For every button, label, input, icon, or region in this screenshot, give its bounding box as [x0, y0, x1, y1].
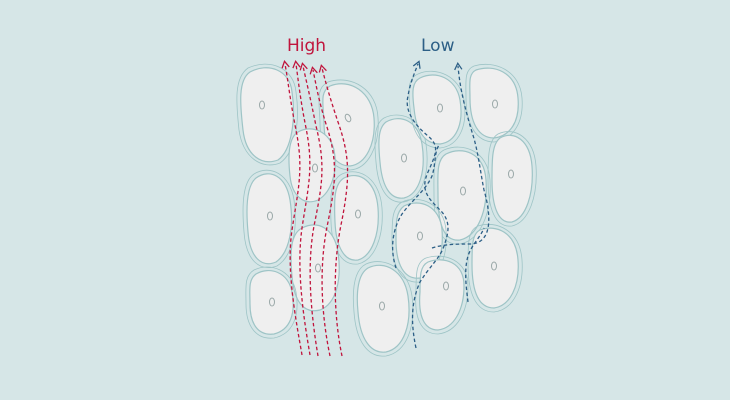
- low-flow-paths: [391, 60, 490, 349]
- nucleus: [460, 186, 466, 196]
- cell: [288, 128, 336, 203]
- cell: [318, 79, 379, 171]
- nucleus: [267, 211, 273, 221]
- high-flow-path: [292, 60, 311, 356]
- nucleus: [508, 169, 514, 179]
- cell: [242, 169, 296, 268]
- nucleus: [492, 99, 498, 109]
- cell: [487, 131, 537, 227]
- low-flow-path: [431, 62, 490, 249]
- nucleus: [437, 103, 443, 113]
- nucleus: [401, 153, 407, 163]
- high-flow-paths: [281, 60, 349, 357]
- cell: [236, 63, 298, 166]
- high-flow-path: [299, 62, 323, 357]
- low-label: Low: [421, 36, 455, 56]
- nucleus: [443, 281, 449, 291]
- nucleus: [344, 113, 352, 123]
- nucleus: [269, 297, 275, 307]
- cell: [467, 224, 523, 313]
- low-flow-path: [406, 60, 449, 349]
- right-cell-cluster: [352, 63, 537, 357]
- nucleus: [315, 263, 321, 273]
- cell: [290, 224, 340, 312]
- nucleus: [259, 100, 265, 110]
- cell: [330, 171, 383, 265]
- high-flow-path: [309, 66, 336, 357]
- nucleus: [379, 301, 385, 311]
- nucleus: [312, 163, 318, 173]
- low-flow-path: [465, 227, 485, 303]
- low-flow-path: [391, 143, 441, 269]
- nucleus: [355, 209, 361, 219]
- high-label: High: [287, 36, 327, 56]
- high-flow-path: [318, 64, 349, 357]
- cell: [352, 261, 414, 357]
- high-flow-path: [281, 60, 303, 356]
- cell: [374, 114, 428, 203]
- cell: [415, 255, 469, 335]
- nucleus: [491, 261, 497, 271]
- nucleus: [417, 231, 423, 241]
- left-cell-cluster: [236, 63, 383, 339]
- cell: [433, 146, 491, 245]
- cell: [408, 70, 466, 149]
- cell: [465, 63, 523, 143]
- cell: [245, 266, 298, 339]
